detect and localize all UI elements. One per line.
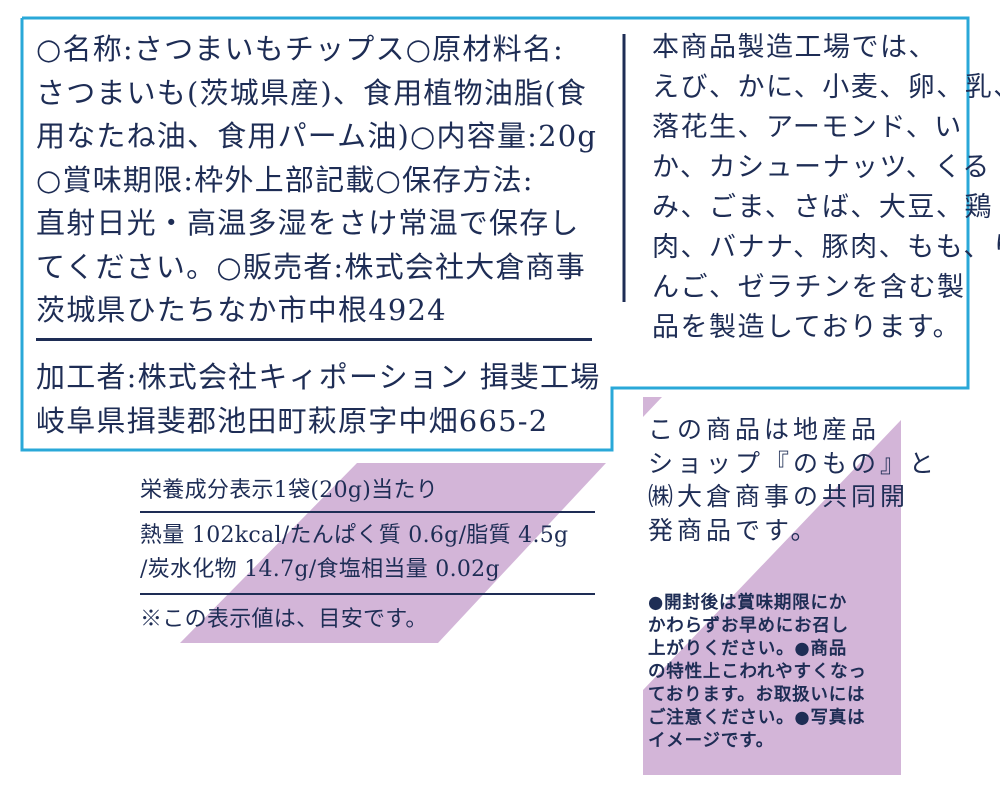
processor-text: 加工者:株式会社キィポーション 揖斐工場 岐阜県揖斐郡池田町萩原字中畑665-2 — [36, 356, 600, 443]
caution-text: ●開封後は賞味期限にか かわらずお早めにお召し 上がりください。●商品 の特性上… — [648, 592, 867, 753]
main-label-divider — [36, 338, 592, 341]
notice-white-band — [643, 397, 901, 690]
collaboration-line: ショップ『のもの』と — [648, 448, 939, 478]
collaboration-text: この商品は地産品 ショップ『のもの』と ㈱大倉商事の共同開 発商品です。 — [648, 413, 938, 547]
nutrition-values: 熱量 102kcal/たんぱく質 0.6g/脂質 4.5g /炭水化物 14.7… — [140, 519, 568, 587]
collaboration-line: この商品は地産品 — [648, 415, 881, 444]
nutrition-purple-band — [180, 463, 606, 643]
nutrition-line: /炭水化物 14.7g/食塩相当量 0.02g — [140, 557, 500, 582]
nutrition-line: 熱量 102kcal/たんぱく質 0.6g/脂質 4.5g — [140, 523, 569, 548]
caution-line: ●開封後は賞味期限にか — [648, 593, 848, 613]
nutrition-divider — [140, 593, 595, 595]
caution-line: の特性上こわれやすくなっ — [648, 662, 867, 682]
processor-line: 加工者:株式会社キィポーション 揖斐工場 — [36, 360, 601, 394]
caution-line: かわらずお早めにお召し — [648, 616, 849, 636]
allergen-line: んご、ゼラチンを含む製 — [652, 272, 966, 303]
main-label-text: ○名称:さつまいもチップス○原材料名: さつまいも(茨城県産)、食用植物油脂(食… — [36, 28, 597, 333]
main-label-line: ○賞味期限:枠外上部記載○保存方法: — [36, 162, 534, 197]
allergen-line: 本商品製造工場では、 — [652, 32, 937, 63]
nutrition-title: 栄養成分表示1袋(20g)当たり — [140, 478, 439, 503]
main-label-line: 直射日光・高温多湿をさけ常温で保存し — [36, 206, 580, 240]
allergen-line: 落花生、アーモンド、い — [652, 112, 963, 143]
blue-border — [20, 16, 970, 452]
nutrition-divider — [140, 511, 595, 513]
collaboration-line: 発商品です。 — [648, 515, 820, 545]
allergen-line: 品を製造しております。 — [652, 312, 962, 343]
nutrition-footnote: ※この表示値は、目安です。 — [140, 607, 428, 632]
main-label-line: 茨城県ひたちなか市中根4924 — [36, 293, 447, 327]
processor-line: 岐阜県揖斐郡池田町萩原字中畑665-2 — [36, 403, 549, 438]
collaboration-line: ㈱大倉商事の共同開 — [648, 482, 910, 511]
caution-line: イメージです。 — [648, 731, 774, 751]
allergen-line: か、カシューナッツ、くる — [652, 152, 991, 183]
allergen-line: 肉、バナナ、豚肉、もも、り — [652, 232, 1000, 263]
main-label-line: ○名称:さつまいもチップス○原材料名: — [36, 32, 564, 66]
main-label-line: 用なたね油、食用パーム油)○内容量:20g — [36, 119, 598, 153]
allergen-notice: 本商品製造工場では、 えび、かに、小麦、卵、乳、 落花生、アーモンド、い か、カ… — [652, 28, 1000, 348]
caution-line: ご注意ください。●写真は — [648, 708, 866, 728]
caution-line: ております。お取扱いには — [648, 685, 866, 705]
allergen-line: み、ごま、さば、大豆、鶏 — [652, 192, 993, 223]
allergen-line: えび、かに、小麦、卵、乳、 — [652, 72, 1000, 103]
main-label-line: さつまいも(茨城県産)、食用植物油脂(食 — [36, 75, 587, 110]
caution-line: 上がりください。●商品 — [648, 639, 848, 659]
main-label-line: てください。○販売者:株式会社大倉商事 — [36, 249, 587, 284]
